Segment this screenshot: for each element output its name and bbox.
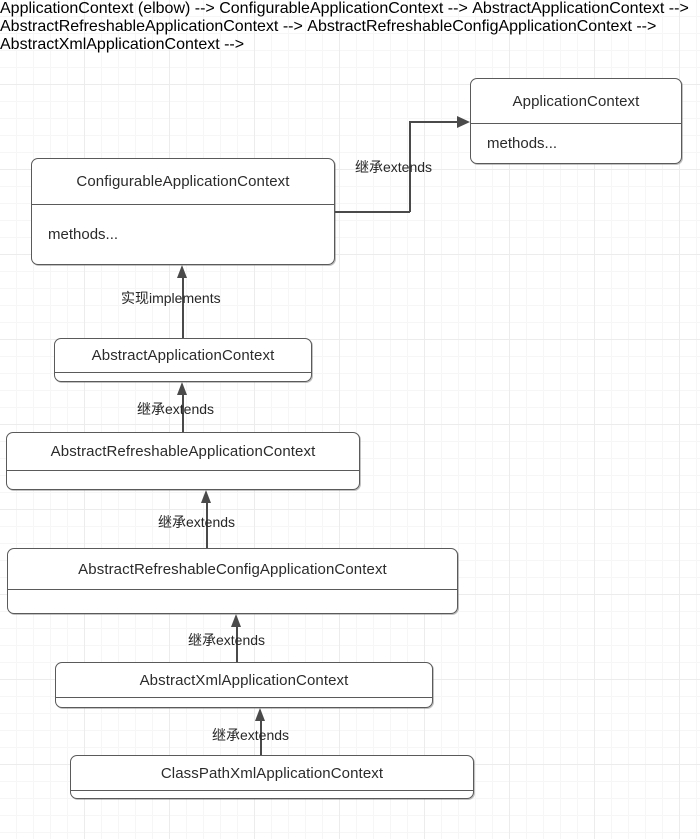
class-title-application-context: ApplicationContext: [512, 92, 640, 110]
class-title-abstract-refreshable-application-context: AbstractRefreshableApplicationContext: [50, 443, 316, 460]
class-box-configurable-application-context[interactable]: ConfigurableApplicationContext methods..…: [31, 158, 335, 265]
class-box-abstract-application-context[interactable]: AbstractApplicationContext: [54, 338, 312, 382]
class-box-abstract-xml-application-context[interactable]: AbstractXmlApplicationContext: [55, 662, 433, 708]
class-separator: [8, 589, 457, 590]
arrowhead-extends-abstract-refreshable-config-application-context: [231, 614, 241, 627]
connector-classpath-xml-to-xml-line: [260, 721, 262, 755]
connector-refreshable-config-to-refreshable-line: [206, 503, 208, 548]
class-body-application-context: methods...: [487, 135, 558, 152]
connector-label-abstract-to-configurable: 实现implements: [121, 290, 221, 306]
class-body-configurable-application-context: methods...: [48, 226, 119, 243]
class-box-application-context[interactable]: ApplicationContext methods...: [470, 78, 682, 164]
connector-configurable-to-application-context-segment-3: [409, 121, 459, 123]
class-body-abstract-xml-application-context: [56, 698, 432, 707]
class-body-abstract-refreshable-application-context: [7, 471, 359, 489]
connector-abstract-to-configurable-line: [182, 277, 184, 338]
class-box-abstract-refreshable-application-context[interactable]: AbstractRefreshableApplicationContext: [6, 432, 360, 490]
connector-label-classpath-xml-to-xml: 继承extends: [212, 727, 290, 743]
connector-xml-to-refreshable-config-line: [236, 627, 238, 662]
connector-label-configurable-to-application-context: 继承extends: [355, 159, 433, 175]
class-separator: [55, 372, 311, 373]
connector-label-xml-to-refreshable-config: 继承extends: [188, 632, 266, 648]
class-title-configurable-application-context: ConfigurableApplicationContext: [76, 173, 290, 190]
arrowhead-extends-abstract-xml-application-context: [255, 708, 265, 721]
connector-configurable-to-application-context-segment-1: [335, 211, 410, 213]
class-title-abstract-application-context: AbstractApplicationContext: [91, 347, 275, 364]
class-title-class-path-xml-application-context: ClassPathXmlApplicationContext: [160, 764, 384, 782]
class-box-class-path-xml-application-context[interactable]: ClassPathXmlApplicationContext: [70, 755, 474, 799]
arrowhead-extends-application-context: [457, 116, 470, 128]
connector-configurable-to-application-context-segment-2: [409, 122, 411, 212]
class-body-abstract-refreshable-config-application-context: [8, 590, 457, 613]
class-title-abstract-refreshable-config-application-context: AbstractRefreshableConfigApplicationCont…: [78, 560, 387, 578]
class-body-abstract-application-context: [55, 373, 311, 381]
arrowhead-extends-abstract-application-context: [177, 382, 187, 395]
class-separator: [471, 123, 681, 124]
class-box-abstract-refreshable-config-application-context[interactable]: AbstractRefreshableConfigApplicationCont…: [7, 548, 458, 614]
class-title-abstract-xml-application-context: AbstractXmlApplicationContext: [139, 671, 349, 689]
connector-label-refreshable-to-abstract: 继承extends: [137, 401, 215, 417]
connector-label-refreshable-config-to-refreshable: 继承extends: [158, 514, 236, 530]
class-body-class-path-xml-application-context: [71, 791, 473, 798]
class-separator: [32, 204, 334, 205]
arrowhead-implements-configurable-application-context: [177, 265, 187, 278]
class-separator: [71, 790, 473, 791]
arrowhead-extends-abstract-refreshable-application-context: [201, 490, 211, 503]
connector-refreshable-to-abstract-line: [182, 394, 184, 432]
class-separator: [7, 470, 359, 471]
class-separator: [56, 697, 432, 698]
